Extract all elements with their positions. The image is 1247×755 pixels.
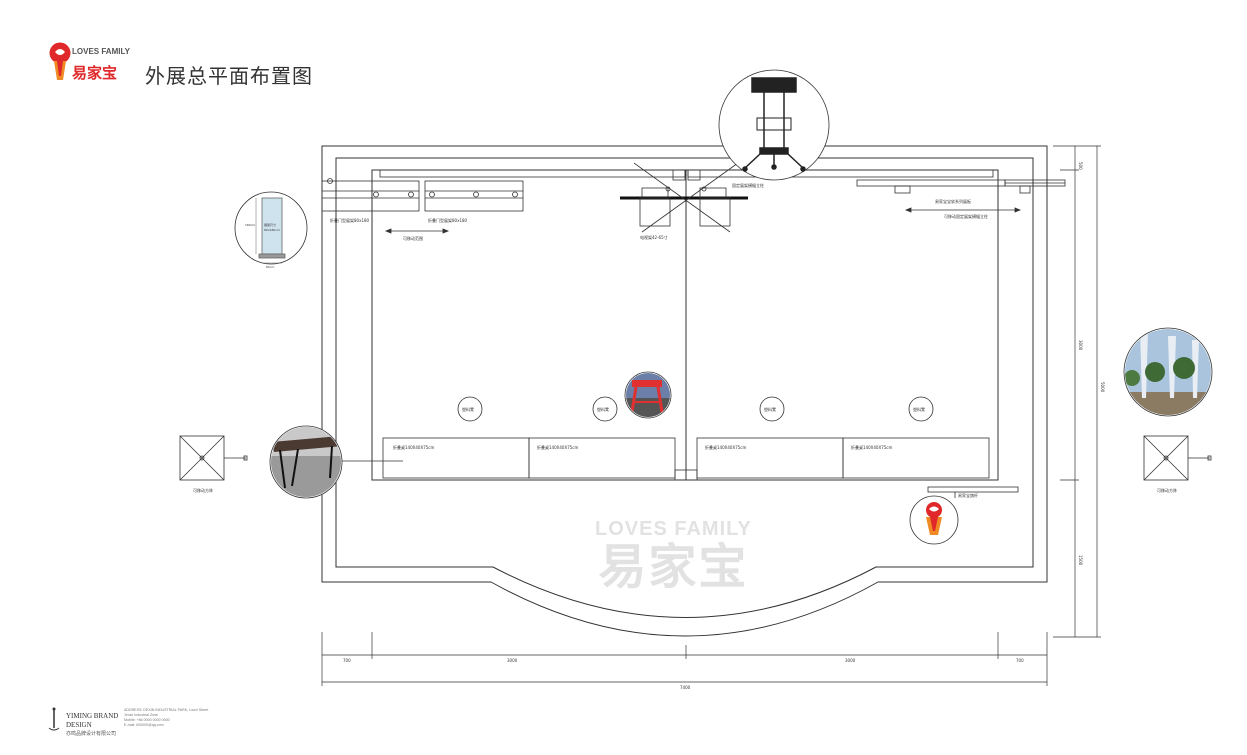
movable-fixed-arrow xyxy=(904,207,1022,213)
callout-tv-stand xyxy=(718,69,830,181)
logo-callout-icon xyxy=(926,502,942,535)
company-mobile: Mobile: +86 0000 0000 0000 xyxy=(124,718,170,722)
label-fixed-standee: 固定展架横幅立柱 xyxy=(732,182,764,188)
rollup-banner-icon xyxy=(255,197,286,264)
dim-right-mid: 3000 xyxy=(1078,340,1083,351)
dim-bottom-3: 3000 xyxy=(845,658,856,663)
dim-right-bottom: 1500 xyxy=(1078,555,1083,566)
label-umbrella-left: 可移动方阵 xyxy=(193,487,213,493)
label-flag-pole: 易家宝旗杆 xyxy=(958,492,978,498)
company-name-en-line1: YIMING BRAND xyxy=(66,712,119,720)
company-name-en-line2: DESIGN xyxy=(66,721,92,729)
watermark-cn: 易家宝 xyxy=(598,539,749,595)
dim-right-top: 500 xyxy=(1078,162,1083,170)
brand-logo-icon xyxy=(49,42,71,80)
watermark-en: LOVES FAMILY xyxy=(595,518,752,540)
label-umbrella-right: 可移动方阵 xyxy=(1157,487,1177,493)
umbrella-left xyxy=(179,435,248,481)
folding-rack-left-2 xyxy=(424,180,524,212)
brand-name-en: LOVES FAMILY xyxy=(72,47,130,56)
stool-3 xyxy=(759,396,785,422)
dim-bottom-2: 3000 xyxy=(507,658,518,663)
outer-boundary xyxy=(321,145,1048,637)
brand-name-cn: 易家宝 xyxy=(72,64,118,82)
table-4 xyxy=(842,437,990,479)
label-stool-1: 塑料凳 xyxy=(462,406,474,412)
inner-boundary xyxy=(335,157,1034,618)
stool-photo-icon xyxy=(626,373,670,417)
folding-rack-left-1 xyxy=(321,178,420,212)
movable-range-arrow xyxy=(384,228,450,234)
label-stool-2: 塑料凳 xyxy=(597,406,609,412)
stool-2 xyxy=(592,396,618,422)
company-logo-icon xyxy=(48,707,60,731)
dim-bottom-1: 700 xyxy=(343,658,351,663)
umbrella-right xyxy=(1143,435,1212,481)
dim-bottom-4: 700 xyxy=(1016,658,1024,663)
table-3 xyxy=(696,437,844,479)
label-stool-3: 塑料凳 xyxy=(764,406,776,412)
label-stool-4: 塑料凳 xyxy=(913,406,925,412)
company-email: E-mail: 000000@qq.com xyxy=(124,723,164,727)
label-table-1: 折叠桌140X40X75cm xyxy=(393,444,434,450)
label-table-2: 折叠桌140X40X75cm xyxy=(537,444,578,450)
tv-stand-plan xyxy=(620,162,748,233)
company-name-cn: 亦鸣品牌设计有限公司 xyxy=(66,731,117,737)
company-name-en: YIMING BRAND DESIGN xyxy=(66,712,136,730)
label-rollup-title: 展架尺寸 xyxy=(264,222,276,227)
tv-stand-icon xyxy=(742,77,806,172)
label-rack-left-1: 折叠门型展架80x180 xyxy=(330,217,370,223)
label-rollup-size: 80x180cm xyxy=(264,228,280,232)
stool-1 xyxy=(457,396,483,422)
dim-bottom-total: 7400 xyxy=(680,685,691,690)
company-address: ADDRESS: DEXIN INDUSTRIAL PARK, Louxi St… xyxy=(124,708,209,717)
label-rollup-h: 180cm xyxy=(245,223,255,227)
dim-right-total: 5000 xyxy=(1100,382,1105,393)
label-tv-stand: 电视架42-65寸 xyxy=(640,234,668,240)
stool-4 xyxy=(908,396,934,422)
label-rack-left-2: 折叠门型展架80x180 xyxy=(428,217,468,223)
flag-pole-base xyxy=(927,486,1019,493)
booth-area xyxy=(371,169,999,481)
table-2 xyxy=(528,437,676,479)
label-table-4: 折叠桌140X40X75cm xyxy=(851,444,892,450)
label-table-3: 折叠桌140X40X75cm xyxy=(705,444,746,450)
watermark: LOVES FAMILY 易家宝 xyxy=(595,518,752,593)
label-movable-fixed: 可移动固定展架横幅立柱 xyxy=(944,213,988,219)
company-contact: ADDRESS: DEXIN INDUSTRIAL PARK, Louxi St… xyxy=(124,708,214,728)
label-standee-series: 易家宝宝软系列展板 xyxy=(935,198,971,204)
page-title: 外展总平面布置图 xyxy=(145,64,313,88)
label-rollup-w: 80cm xyxy=(266,265,274,269)
table-1 xyxy=(382,437,530,479)
label-movable-range: 可移动范围 xyxy=(403,235,423,241)
